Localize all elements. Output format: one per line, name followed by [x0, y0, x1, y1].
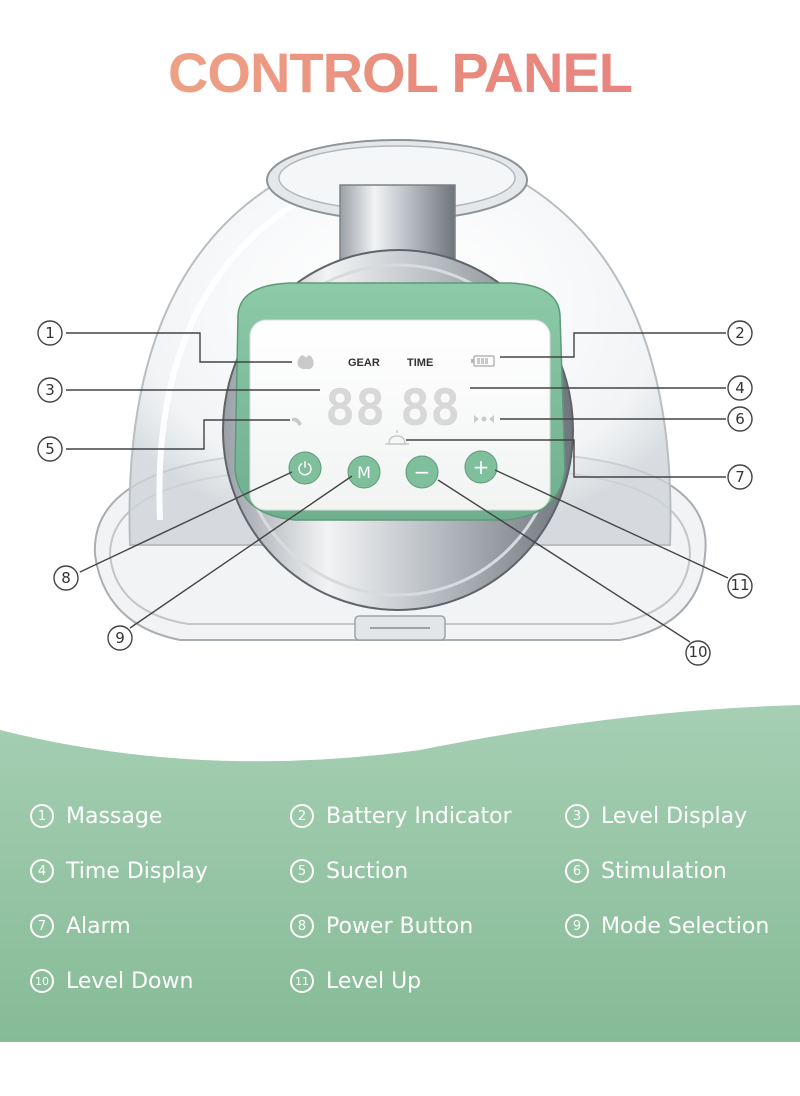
level-down-button[interactable]: − [405, 455, 439, 489]
callout-lines [66, 332, 729, 643]
time-label: TIME [407, 357, 433, 369]
legend-number: 1 [30, 804, 54, 828]
legend-label: Time Display [66, 858, 208, 884]
legend-item-level-up: 11 Level Up [290, 965, 421, 997]
legend-item-time-display: 4 Time Display [30, 855, 208, 887]
legend-label: Level Display [601, 803, 748, 829]
level-up-button[interactable]: + [464, 450, 498, 484]
legend-label: Alarm [66, 913, 131, 939]
legend-background [0, 705, 800, 1042]
svg-text:3: 3 [45, 381, 55, 399]
legend-label: Stimulation [601, 858, 727, 884]
svg-text:7: 7 [735, 468, 745, 486]
legend-number: 3 [565, 804, 589, 828]
svg-text:2: 2 [735, 324, 745, 342]
minus-icon: − [414, 460, 431, 484]
massage-icon [297, 355, 314, 369]
legend-number: 7 [30, 914, 54, 938]
legend-number: 2 [290, 804, 314, 828]
suction-icon [292, 417, 302, 426]
svg-text:6: 6 [735, 410, 745, 428]
breast-pump-illustration: GEAR TIME 88 88 [37, 139, 753, 666]
callout-6: 6 [727, 406, 753, 432]
legend-item-alarm: 7 Alarm [30, 910, 131, 942]
legend-item-level-display: 3 Level Display [565, 800, 747, 832]
legend-label: Mode Selection [601, 913, 770, 939]
legend-label: Level Down [66, 968, 194, 994]
mode-button[interactable]: M [347, 455, 381, 489]
callout-4: 4 [727, 375, 753, 401]
callout-10: 10 [685, 640, 711, 666]
legend-number: 9 [565, 914, 589, 938]
legend-item-power-button: 8 Power Button [290, 910, 473, 942]
svg-text:8: 8 [61, 569, 71, 587]
legend-item-suction: 5 Suction [290, 855, 408, 887]
legend-panel: 1 Massage 2 Battery Indicator 3 Level Di… [0, 690, 800, 1096]
svg-text:5: 5 [45, 440, 55, 458]
control-panel: GEAR TIME 88 88 [234, 282, 566, 521]
mode-label: M [357, 463, 371, 482]
svg-text:11: 11 [730, 576, 749, 594]
callout-7: 7 [727, 464, 753, 490]
plus-icon: + [473, 455, 490, 479]
callout-1: 1 [37, 320, 63, 346]
legend-item-mode-selection: 9 Mode Selection [565, 910, 769, 942]
legend-label: Suction [326, 858, 409, 884]
legend-item-battery-indicator: 2 Battery Indicator [290, 800, 512, 832]
legend-number: 5 [290, 859, 314, 883]
power-button[interactable]: ⏻ [288, 451, 322, 485]
svg-text:1: 1 [45, 324, 55, 342]
legend-label: Massage [66, 803, 163, 829]
callout-3: 3 [37, 377, 63, 403]
legend-label: Battery Indicator [326, 803, 512, 829]
alarm-icon [385, 430, 409, 445]
stimulation-icon [474, 415, 494, 423]
svg-text:10: 10 [688, 643, 707, 661]
legend-number: 4 [30, 859, 54, 883]
battery-icon [471, 355, 495, 367]
legend-number: 8 [290, 914, 314, 938]
callout-11: 11 [727, 573, 753, 599]
legend-item-stimulation: 6 Stimulation [565, 855, 727, 887]
time-display-digits: 88 [400, 379, 460, 437]
legend-label: Power Button [326, 913, 474, 939]
level-display-digits: 88 [325, 379, 385, 437]
svg-text:4: 4 [735, 379, 745, 397]
power-icon: ⏻ [298, 459, 312, 480]
callout-8: 8 [53, 565, 79, 591]
callout-9: 9 [107, 625, 133, 651]
legend-number: 11 [290, 969, 314, 993]
svg-text:9: 9 [115, 629, 125, 647]
legend-number: 10 [30, 969, 54, 993]
legend-item-massage: 1 Massage [30, 800, 162, 832]
legend-item-level-down: 10 Level Down [30, 965, 193, 997]
callout-2: 2 [727, 320, 753, 346]
page-title: CONTROL PANEL [0, 38, 800, 108]
legend-label: Level Up [326, 968, 422, 994]
callout-5: 5 [37, 436, 63, 462]
gear-label: GEAR [348, 357, 380, 369]
callout-markers: 1 2 3 4 5 6 7 8 9 10 11 [37, 320, 753, 666]
legend-number: 6 [565, 859, 589, 883]
